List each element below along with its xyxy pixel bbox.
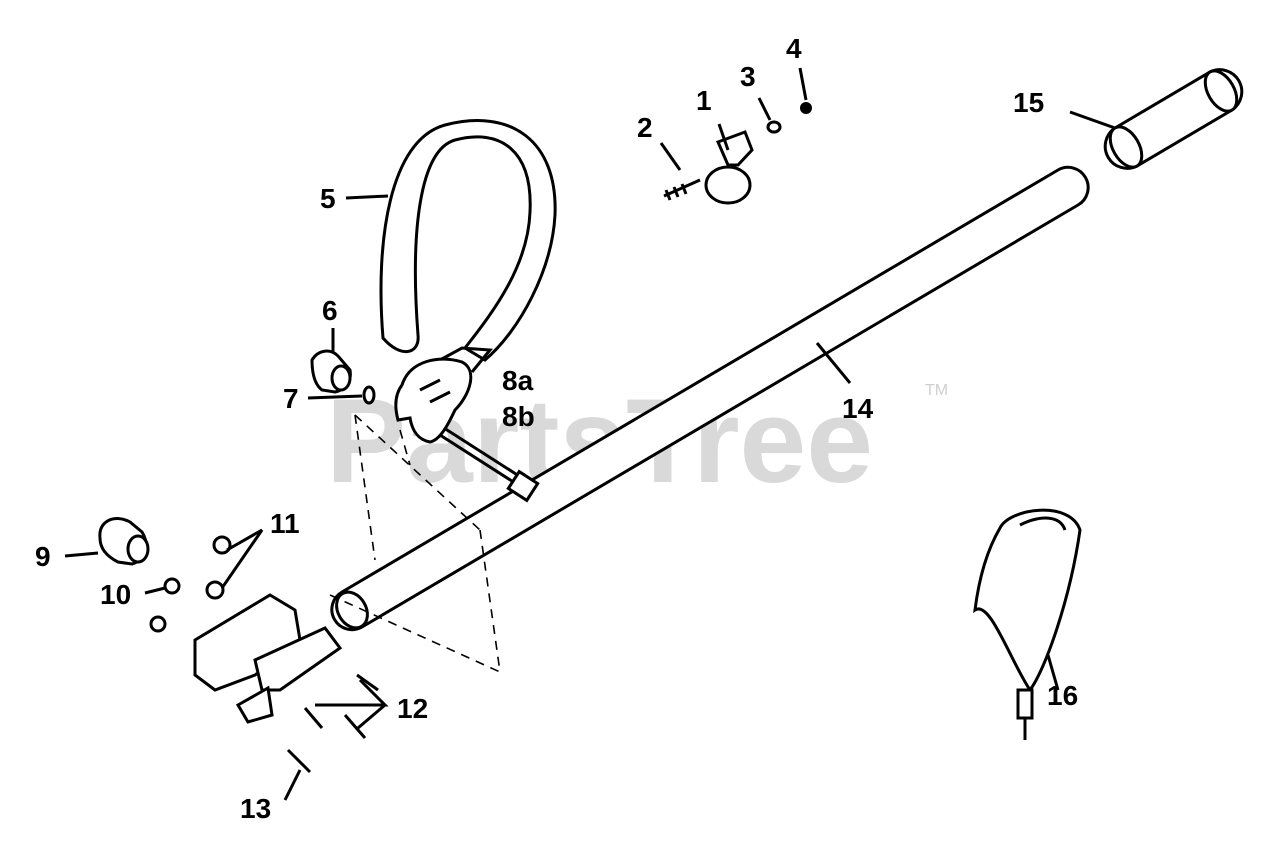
part-10-washer[interactable] <box>163 577 181 595</box>
part-4-nut[interactable] <box>800 102 812 114</box>
callout-10: 10 <box>100 579 131 610</box>
leader-lines <box>64 67 1116 801</box>
callout-labels: 1 2 3 4 5 6 7 8a 8b 9 10 11 12 13 14 15 … <box>35 33 1078 824</box>
part-8a-bracket[interactable] <box>394 357 473 444</box>
part-7-washer[interactable] <box>362 385 376 405</box>
part-11-nuts[interactable] <box>149 535 232 633</box>
callout-1: 1 <box>696 85 712 116</box>
callout-12: 12 <box>397 693 428 724</box>
alignment-lines <box>329 414 501 673</box>
callout-4: 4 <box>786 33 802 64</box>
callout-14: 14 <box>842 393 874 424</box>
part-13-screw[interactable] <box>286 748 312 774</box>
callout-9: 9 <box>35 541 51 572</box>
callout-13: 13 <box>240 793 271 824</box>
lower-clamp-body[interactable] <box>193 593 343 724</box>
callout-6: 6 <box>322 295 338 326</box>
callout-7: 7 <box>283 383 299 414</box>
part-2-screw[interactable] <box>663 178 701 201</box>
part-16-harness[interactable] <box>973 508 1082 740</box>
callout-11: 11 <box>270 508 300 539</box>
part-6-knob[interactable] <box>310 349 352 394</box>
part-12-screws[interactable] <box>303 673 379 739</box>
callout-3: 3 <box>740 61 756 92</box>
callout-15: 15 <box>1013 87 1044 118</box>
callout-8b: 8b <box>502 401 535 432</box>
part-1-clamp[interactable] <box>704 130 754 205</box>
callout-16: 16 <box>1047 680 1078 711</box>
watermark-trademark: TM <box>925 382 948 399</box>
callout-5: 5 <box>320 183 336 214</box>
callout-8a: 8a <box>502 365 534 396</box>
part-14-shaft[interactable] <box>330 165 1090 633</box>
callout-2: 2 <box>637 112 653 143</box>
part-9-knob[interactable] <box>98 517 150 566</box>
part-15-grip-tube[interactable] <box>1103 65 1244 172</box>
part-8b-bolt[interactable] <box>439 426 540 503</box>
part-3-washer[interactable] <box>766 120 782 134</box>
part-5-loop-handle[interactable] <box>379 119 557 373</box>
